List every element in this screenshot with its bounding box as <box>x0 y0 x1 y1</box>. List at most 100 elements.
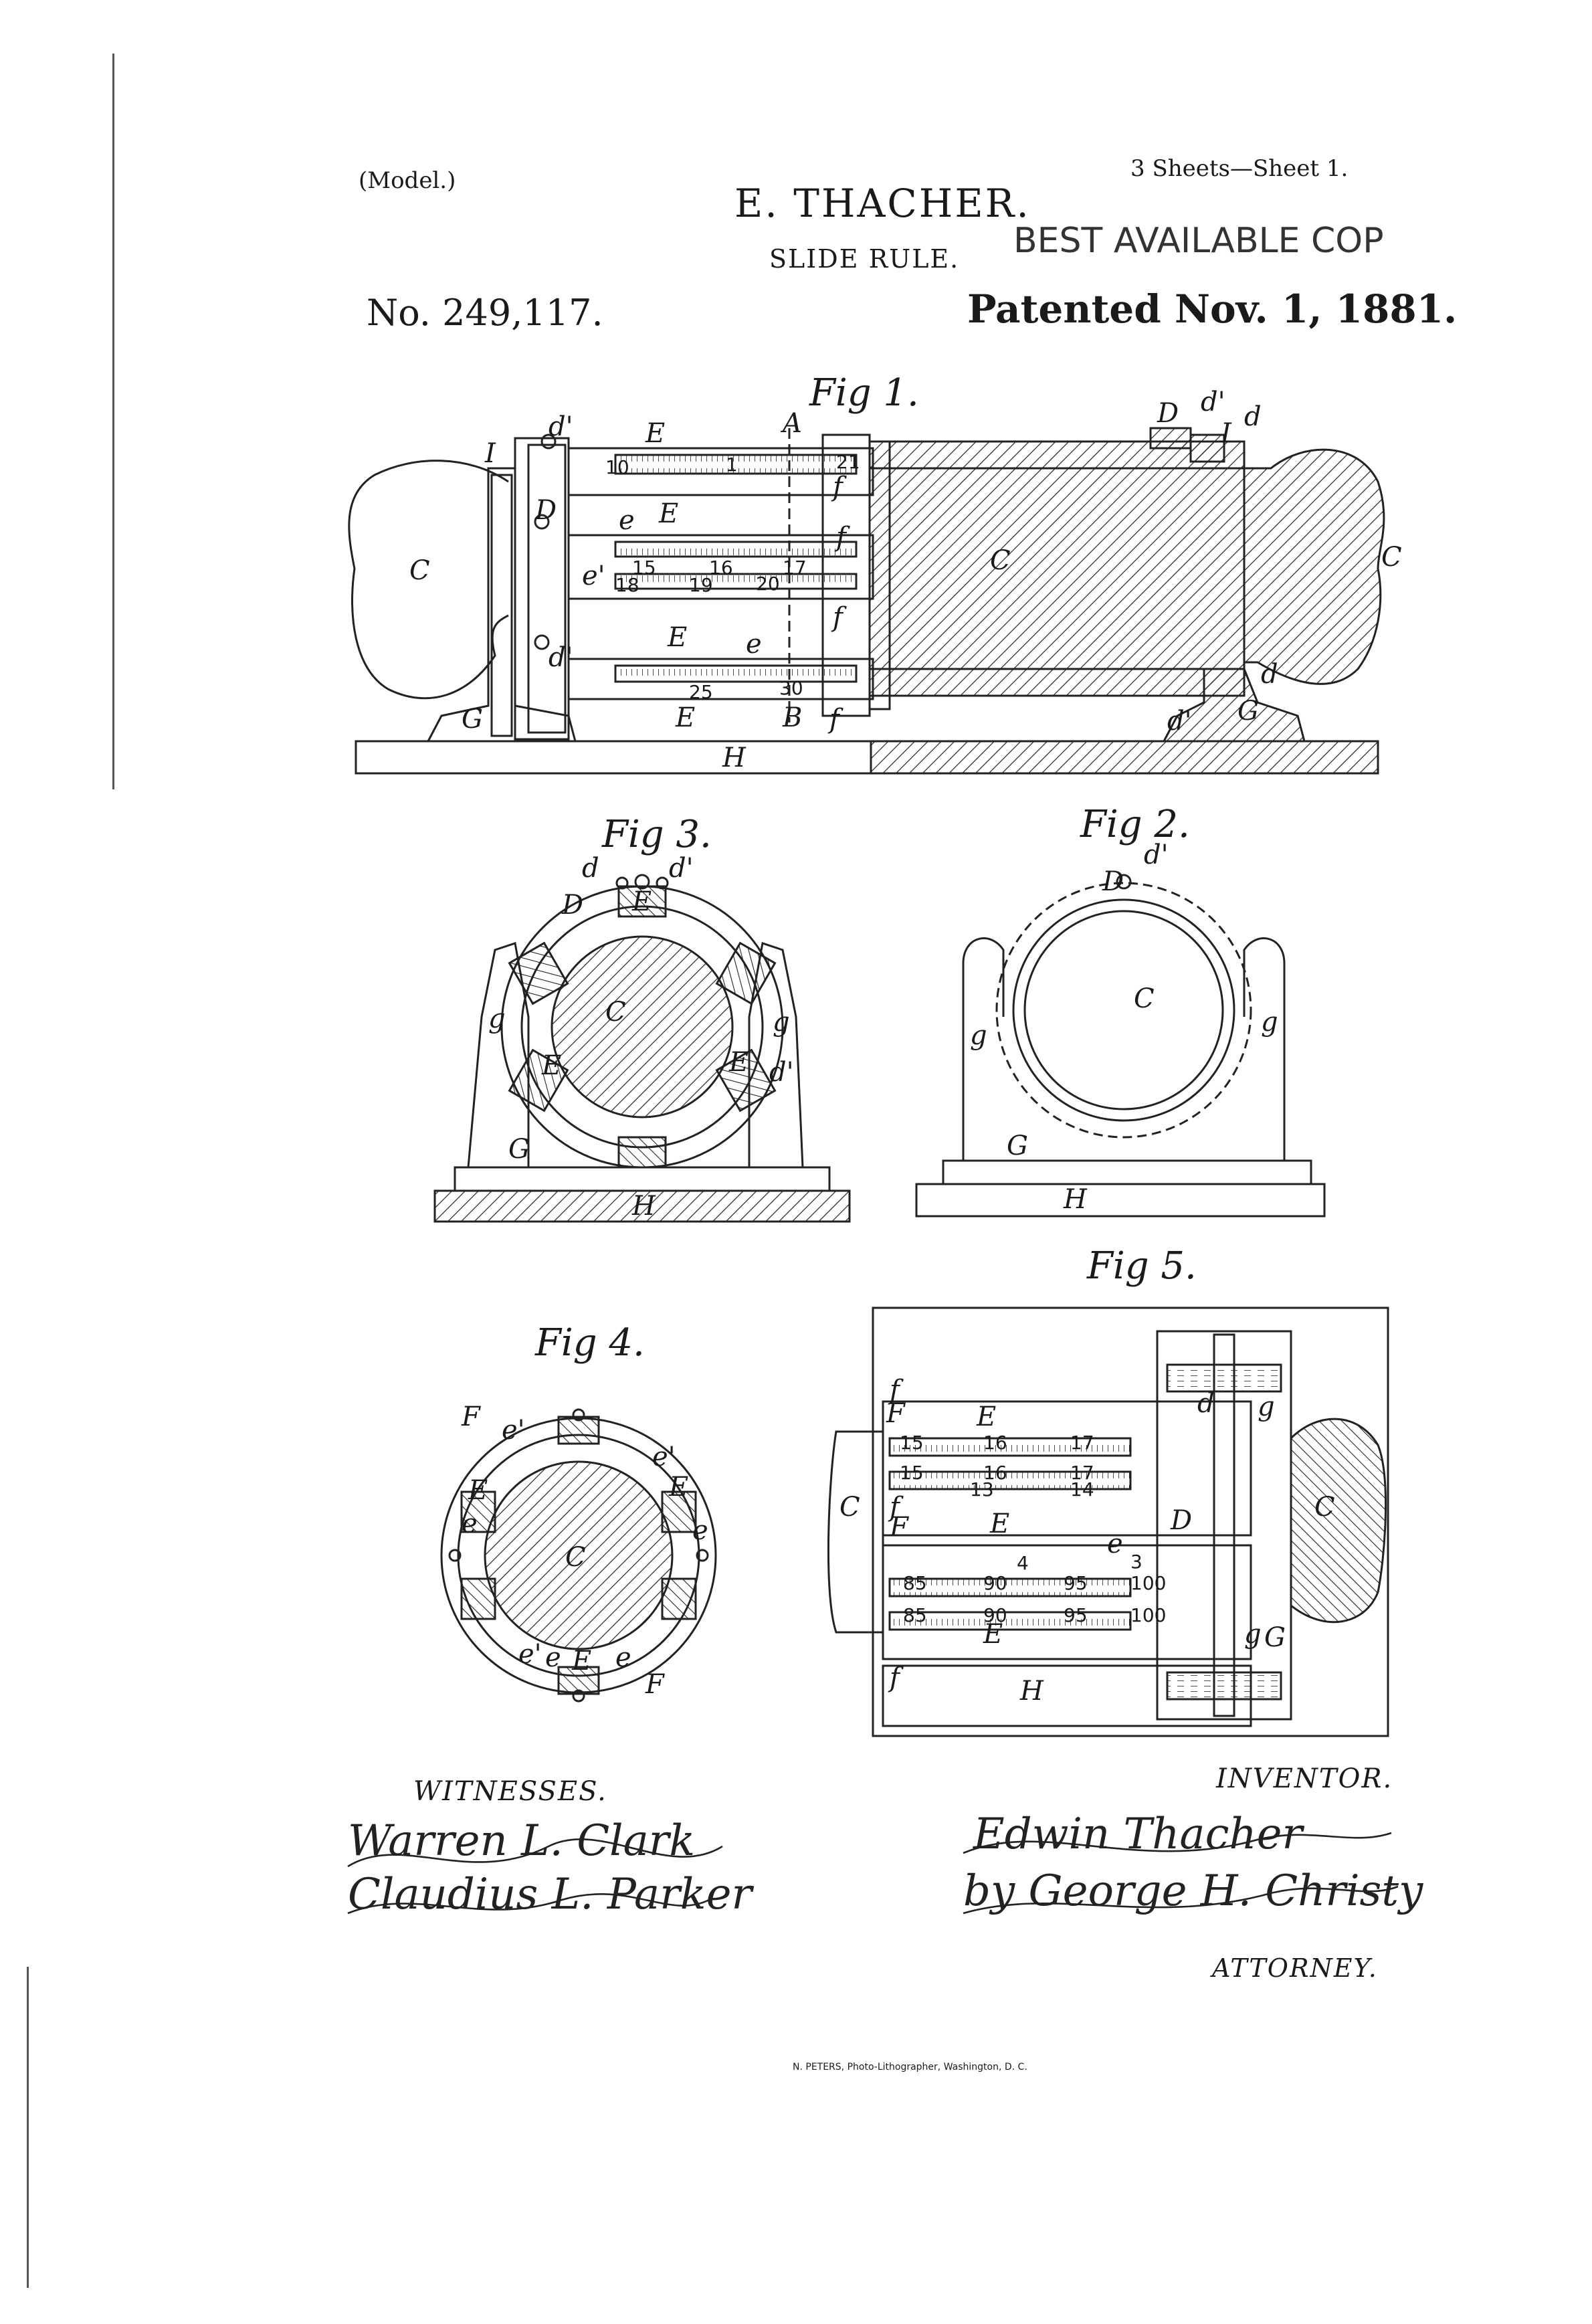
fig5-label-E-top: E <box>977 1401 997 1432</box>
fig1-label-C-left: C <box>409 555 430 586</box>
fig5-label-E-mid: E <box>990 1509 1010 1539</box>
fig5-scale-95a: 95 <box>1064 1572 1088 1594</box>
fig1-label-E4: E <box>676 702 696 733</box>
fig4-label-E-r: E <box>669 1472 689 1503</box>
fig5-scale-3: 3 <box>1130 1551 1142 1573</box>
model-label: (Model.) <box>359 167 456 194</box>
fig4-label-e-b2: e <box>545 1642 561 1673</box>
fig5-scale-14: 14 <box>1070 1478 1094 1500</box>
fig5-scale-13: 13 <box>970 1478 994 1500</box>
fig1-label-E2: E <box>659 498 679 529</box>
fig1-label-f4: f <box>829 704 839 735</box>
fig1-label: Fig 1. <box>809 371 919 415</box>
fig3-label-E-top: E <box>632 886 652 917</box>
fig1-label-D-top: D <box>1157 398 1179 429</box>
fig5-scale-17b: 17 <box>1070 1462 1094 1484</box>
fig5-label-f-bot: f <box>890 1662 900 1693</box>
fig5-scale-17a: 17 <box>1070 1432 1094 1454</box>
fig3-label-d: d <box>582 853 599 884</box>
fig1-label-E3: E <box>668 622 688 653</box>
fig3-label-E-right: E <box>729 1047 749 1078</box>
fig1-label-e-prime: e' <box>582 561 605 591</box>
fig3-label-g-left: g <box>488 1003 506 1034</box>
fig1-label-G-left: G <box>462 704 483 735</box>
fig1-label-I-left: I <box>485 438 496 469</box>
fig1-scale-17: 17 <box>783 557 807 579</box>
sheets-label: 3 Sheets—Sheet 1. <box>1130 155 1349 182</box>
fig5-scale-90b: 90 <box>983 1604 1007 1626</box>
fig2-label-g-left: g <box>970 1020 987 1051</box>
fig5-label-E-bot: E <box>983 1619 1003 1650</box>
fig5-label-g-bot: g <box>1244 1619 1262 1650</box>
fig4-label-E-l: E <box>468 1475 488 1506</box>
fig2-label-g-right: g <box>1261 1007 1278 1038</box>
fig3-drawing <box>433 874 851 1223</box>
fig2-label: Fig 2. <box>1080 803 1190 846</box>
fig5-scale-100a: 100 <box>1130 1572 1167 1594</box>
fig5-label-d-top: d <box>1197 1388 1215 1419</box>
fig5-scale-16a: 16 <box>983 1432 1007 1454</box>
fig1-label-e-mid: e <box>619 505 635 536</box>
fig1-label-C-end: C <box>1381 542 1402 573</box>
fig4-drawing <box>440 1408 717 1703</box>
fig1-label-B: B <box>783 702 803 733</box>
attorney-signature: by George H. Christy <box>963 1866 1423 1916</box>
fig4-label-F-top: F <box>462 1401 480 1432</box>
fig4-label-E-b: E <box>572 1646 592 1676</box>
patented-date: Patented Nov. 1, 1881. <box>967 286 1458 332</box>
fig3-label: Fig 3. <box>602 813 712 856</box>
fig1-scale-21: 21 <box>836 451 860 473</box>
attorney-label: ATTORNEY. <box>1212 1953 1378 1983</box>
fig5-label-g-top: g <box>1258 1391 1275 1422</box>
fig3-label-g-right: g <box>773 1007 790 1038</box>
fig3-label-G: G <box>508 1134 530 1165</box>
fig1-label-C-right: C <box>990 545 1011 576</box>
fig4-label-e-r2: e <box>692 1515 708 1546</box>
fig5-scale-15b: 15 <box>900 1462 924 1484</box>
fig2-label-D: D <box>1102 866 1124 897</box>
fig2-label-d: d' <box>1144 840 1169 870</box>
fig1-label-d1: d' <box>549 411 573 442</box>
fig5-label-H: H <box>1020 1676 1043 1707</box>
fig5-scale-4: 4 <box>1017 1552 1029 1574</box>
fig1-label-e3: e <box>746 629 762 660</box>
fig5-label-C-left: C <box>839 1492 860 1523</box>
witness-signature-2: Claudius L. Parker <box>348 1870 753 1919</box>
best-available-stamp: BEST AVAILABLE COP <box>1013 221 1384 261</box>
fig1-scale-15: 15 <box>632 557 656 579</box>
fig1-scale-19: 19 <box>689 574 713 596</box>
fig3-label-E-left: E <box>542 1050 562 1081</box>
fig3-label-C: C <box>605 997 626 1028</box>
fig5-label-G: G <box>1264 1622 1286 1653</box>
fig1-label-A: A <box>783 408 802 439</box>
fig4-label: Fig 4. <box>535 1321 645 1365</box>
fig5-scale-16b: 16 <box>983 1462 1007 1484</box>
fig2-label-H: H <box>1064 1184 1087 1215</box>
fig1-label-H: H <box>722 743 746 773</box>
inventor-name-title: E. THACHER. <box>734 181 1031 226</box>
fig1-label-d-right: d <box>1261 659 1278 690</box>
fig1-label-G-right: G <box>1237 696 1259 727</box>
fig1-scale-16: 16 <box>709 557 733 579</box>
fig1-scale-18: 18 <box>615 574 639 596</box>
fig4-label-e-top: e' <box>502 1415 525 1446</box>
invention-title: SLIDE RULE. <box>769 244 960 274</box>
fig5-label-f-top: f <box>890 1375 900 1406</box>
fig5-label-f-mid: f <box>890 1492 900 1523</box>
fig4-label-e-b1: e' <box>518 1639 542 1670</box>
fig5-scale-85b: 85 <box>903 1604 927 1626</box>
fig5-label-C-right: C <box>1314 1492 1335 1523</box>
fig4-label-e-b3: e <box>615 1642 631 1673</box>
fig1-label-d-right2: d' <box>1167 706 1192 737</box>
printer-credit: N. PETERS, Photo-Lithographer, Washingto… <box>793 2062 1027 2072</box>
witness-signature-1: Warren L. Clark <box>348 1816 696 1866</box>
fig4-label-F-b: F <box>645 1669 664 1700</box>
fig1-scale-20: 20 <box>756 573 780 595</box>
fig1-label-f3: f <box>833 602 843 633</box>
inventor-label: INVENTOR. <box>1216 1763 1393 1794</box>
fig1-label-f2: f <box>836 522 846 553</box>
fig1-label-E1: E <box>645 418 666 449</box>
witnesses-label: WITNESSES. <box>413 1776 607 1807</box>
fig1-label-I-right: I <box>1221 418 1231 449</box>
